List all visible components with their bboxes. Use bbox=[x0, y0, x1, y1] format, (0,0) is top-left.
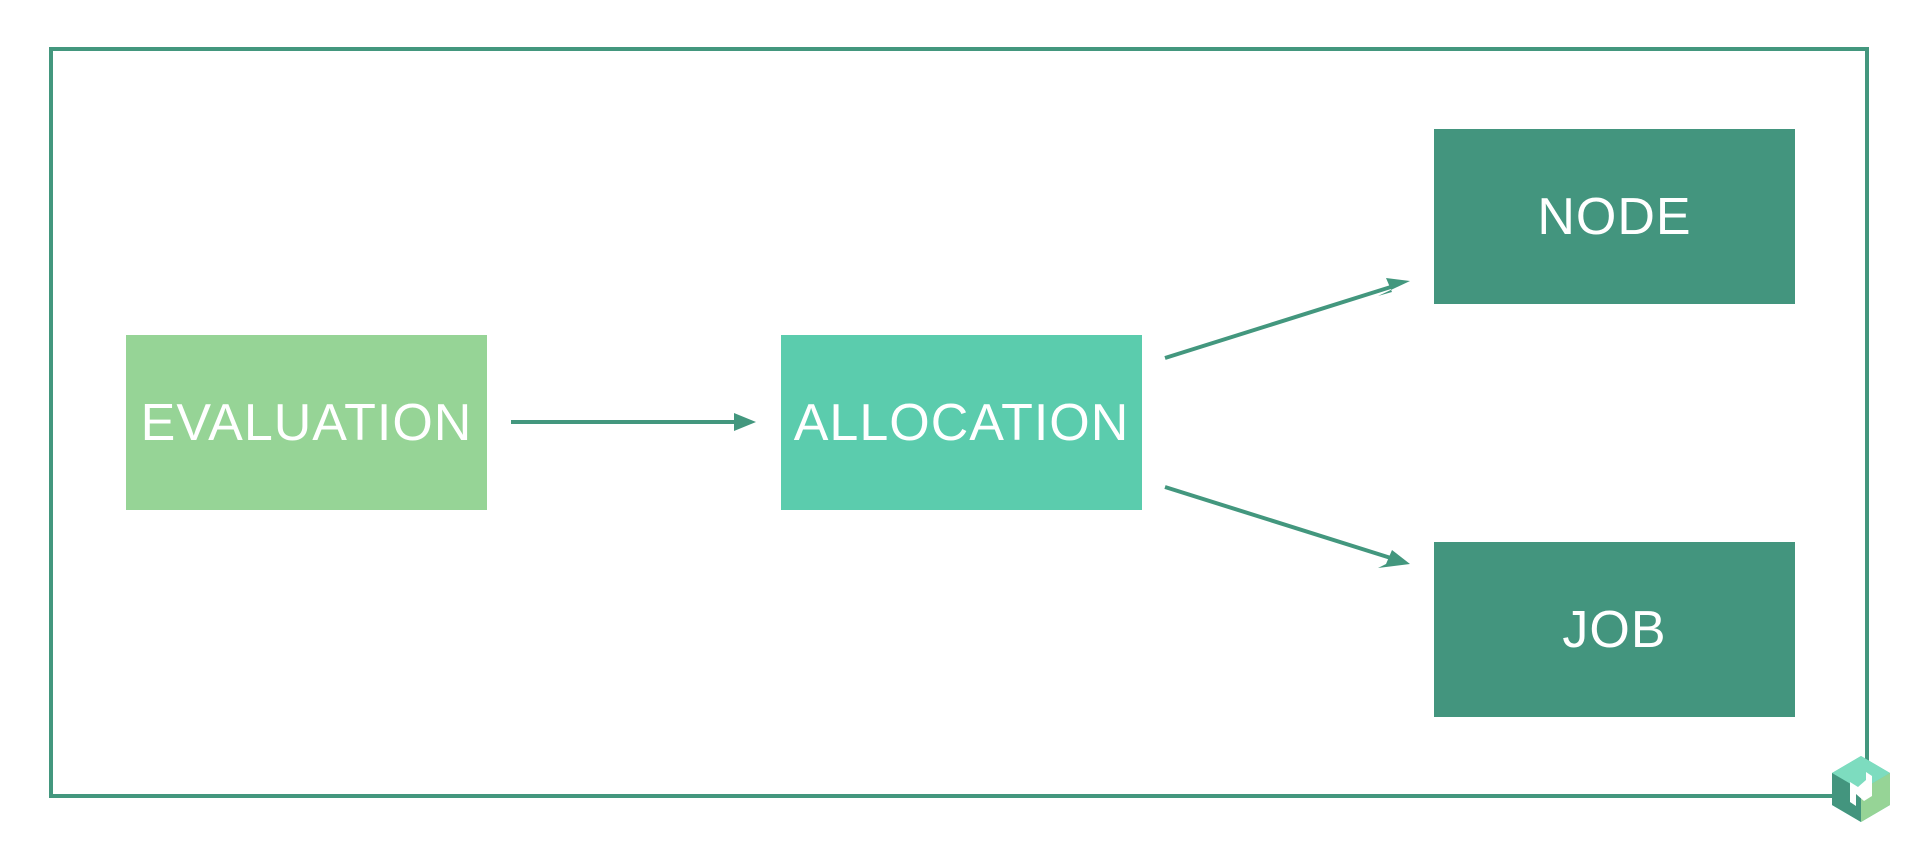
diagram-frame bbox=[49, 47, 1869, 798]
arrow-allocation-to-job bbox=[1164, 485, 1410, 568]
job-label: JOB bbox=[1562, 600, 1667, 659]
allocation-label: ALLOCATION bbox=[793, 393, 1130, 452]
arrow-evaluation-to-allocation bbox=[511, 413, 756, 431]
nomad-logo-icon bbox=[1832, 756, 1890, 822]
node-box: NODE bbox=[1434, 129, 1795, 304]
evaluation-label: EVALUATION bbox=[140, 393, 473, 452]
evaluation-box: EVALUATION bbox=[126, 335, 487, 510]
job-box: JOB bbox=[1434, 542, 1795, 717]
allocation-box: ALLOCATION bbox=[781, 335, 1142, 510]
arrow-allocation-to-node bbox=[1164, 278, 1410, 360]
node-label: NODE bbox=[1537, 187, 1692, 246]
